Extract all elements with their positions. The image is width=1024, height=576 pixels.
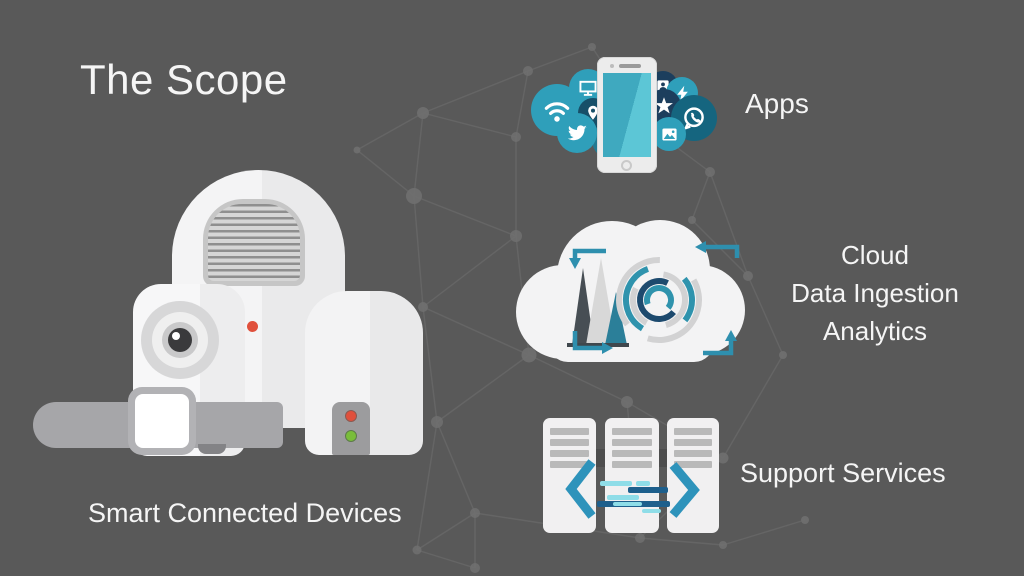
- rack-slot: [612, 450, 652, 457]
- rack-slot: [674, 450, 712, 457]
- phone-camera-dot: [610, 64, 614, 68]
- speaker-grille-stripes: [208, 204, 300, 281]
- hub-red-led: [345, 410, 357, 422]
- apps-label: Apps: [745, 88, 809, 119]
- monitor-icon: [579, 80, 597, 96]
- speaker-indicator-light: [247, 321, 258, 332]
- cloud-label-block: Cloud Data Ingestion Analytics: [755, 236, 995, 350]
- cloud-label-line2: Data Ingestion: [791, 278, 959, 308]
- rack-connector: [659, 449, 669, 467]
- location-pin-icon: [588, 105, 598, 120]
- smartwatch-screen: [135, 394, 189, 448]
- code-line: [600, 481, 632, 486]
- spike-chart-icon: [567, 258, 629, 347]
- rack-slot: [674, 428, 712, 435]
- whatsapp-icon: [684, 107, 704, 130]
- support-label: Support Services: [740, 458, 946, 488]
- smartwatch-band-shadow: [198, 444, 226, 454]
- photo-icon: [661, 127, 677, 141]
- code-line: [613, 502, 642, 506]
- rack-slot: [550, 461, 589, 468]
- page-title: The Scope: [80, 56, 288, 103]
- cloud-label-line1: Cloud: [841, 240, 909, 270]
- code-line: [636, 481, 650, 486]
- rack-connector: [596, 449, 606, 467]
- twitter-badge: [557, 113, 597, 153]
- spiral-analytics-icon: [616, 257, 702, 343]
- camera-lens-pupil: [168, 328, 192, 352]
- photo-badge: [652, 117, 686, 151]
- rack-slot: [612, 428, 652, 435]
- star-icon: [655, 97, 673, 114]
- code-brackets-icon: [565, 459, 700, 519]
- cloud-label-line3: Analytics: [822, 316, 928, 346]
- rack-slot: [550, 450, 589, 457]
- rack-slot: [612, 461, 652, 468]
- server-rack-icon: [605, 418, 659, 533]
- hub-green-led: [345, 430, 357, 442]
- code-line: [628, 487, 668, 493]
- code-line: [607, 495, 639, 500]
- twitter-icon: [567, 125, 587, 141]
- cloud-icon: [516, 220, 745, 362]
- rack-slot: [674, 461, 712, 468]
- rack-slot: [550, 439, 589, 446]
- sync-arrows-icon: [572, 244, 740, 356]
- rack-slot: [674, 439, 712, 446]
- lightning-icon: [676, 85, 688, 101]
- rack-slot: [612, 439, 652, 446]
- phone-screen: [603, 73, 651, 157]
- camera-lens-highlight: [172, 332, 180, 340]
- devices-label: Smart Connected Devices: [88, 498, 402, 528]
- rack-slot: [550, 428, 589, 435]
- wifi-icon: [544, 102, 570, 122]
- phone-home-button: [621, 160, 632, 171]
- code-line: [642, 509, 661, 513]
- phone-speaker-slit: [619, 64, 641, 68]
- speaker-grille: [203, 199, 305, 286]
